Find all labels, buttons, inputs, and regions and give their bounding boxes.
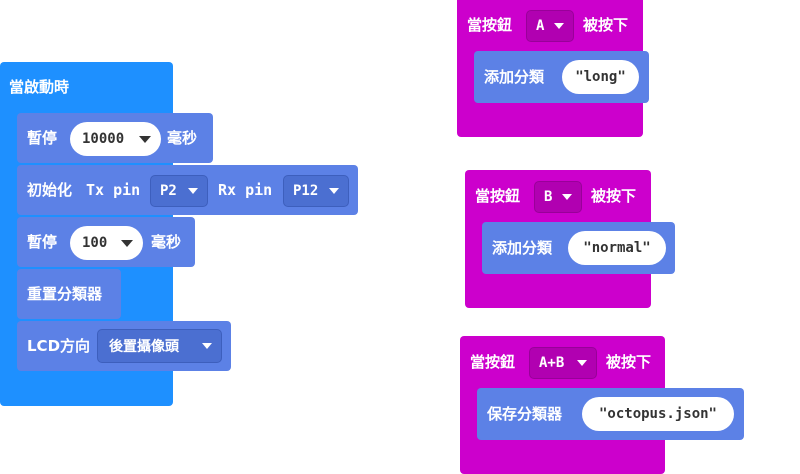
event-suffix-label: 被按下 [583,16,629,34]
class-name-input[interactable]: "long" [562,60,639,94]
lcd-direction-block[interactable]: LCD方向 後置攝像頭 [17,321,231,371]
init-serial-block[interactable]: 初始化 Tx pin P2 Rx pin P12 [17,165,358,215]
button-select-dropdown[interactable]: A [526,10,574,42]
save-classifier-label: 保存分類器 [487,405,563,423]
event-prefix-label: 當按鈕 [470,353,516,371]
chevron-down-icon [329,188,339,194]
add-class-block-long[interactable]: 添加分類 "long" [474,51,649,103]
chevron-down-icon [139,136,151,143]
tx-pin-dropdown[interactable]: P2 [150,175,208,207]
tx-pin-label: Tx pin [86,181,141,199]
pause-duration-dropdown[interactable]: 10000 [70,122,161,156]
chevron-down-icon [554,23,564,29]
chevron-down-icon [121,240,133,247]
pause-duration-value: 100 [82,235,108,251]
pause-unit-label: 毫秒 [167,129,198,147]
pause-label: 暫停 [27,233,58,251]
event-prefix-label: 當按鈕 [467,16,513,34]
pause-duration-value: 10000 [82,131,125,147]
tx-pin-value: P2 [160,183,177,199]
class-name-input[interactable]: "normal" [568,231,666,265]
button-select-dropdown[interactable]: B [534,181,582,213]
button-select-value: A [536,18,545,34]
reset-classifier-block[interactable]: 重置分類器 [17,269,121,319]
lcd-direction-value: 後置攝像頭 [109,339,179,355]
on-start-label: 當啟動時 [9,78,70,96]
chevron-down-icon [202,343,212,349]
button-select-dropdown[interactable]: A+B [529,347,597,379]
reset-classifier-label: 重置分類器 [27,285,103,303]
pause-block-1[interactable]: 暫停 10000 毫秒 [17,113,213,163]
chevron-down-icon [562,194,572,200]
add-class-label: 添加分類 [492,239,553,257]
chevron-down-icon [188,188,198,194]
rx-pin-dropdown[interactable]: P12 [283,175,349,207]
init-label: 初始化 [27,181,73,199]
pause-duration-dropdown[interactable]: 100 [70,226,143,260]
pause-label: 暫停 [27,129,58,147]
rx-pin-value: P12 [293,183,319,199]
save-classifier-block[interactable]: 保存分類器 "octopus.json" [477,388,744,440]
lcd-direction-dropdown[interactable]: 後置攝像頭 [97,329,222,363]
button-select-value: A+B [539,355,565,371]
pause-block-2[interactable]: 暫停 100 毫秒 [17,217,195,267]
event-suffix-label: 被按下 [606,353,652,371]
lcd-direction-label: LCD方向 [27,337,91,355]
add-class-block-normal[interactable]: 添加分類 "normal" [482,222,675,274]
event-suffix-label: 被按下 [591,187,637,205]
button-select-value: B [544,189,553,205]
event-prefix-label: 當按鈕 [475,187,521,205]
pause-unit-label: 毫秒 [151,233,182,251]
chevron-down-icon [577,360,587,366]
add-class-label: 添加分類 [484,68,545,86]
classifier-filename-input[interactable]: "octopus.json" [582,397,734,431]
rx-pin-label: Rx pin [218,181,273,199]
